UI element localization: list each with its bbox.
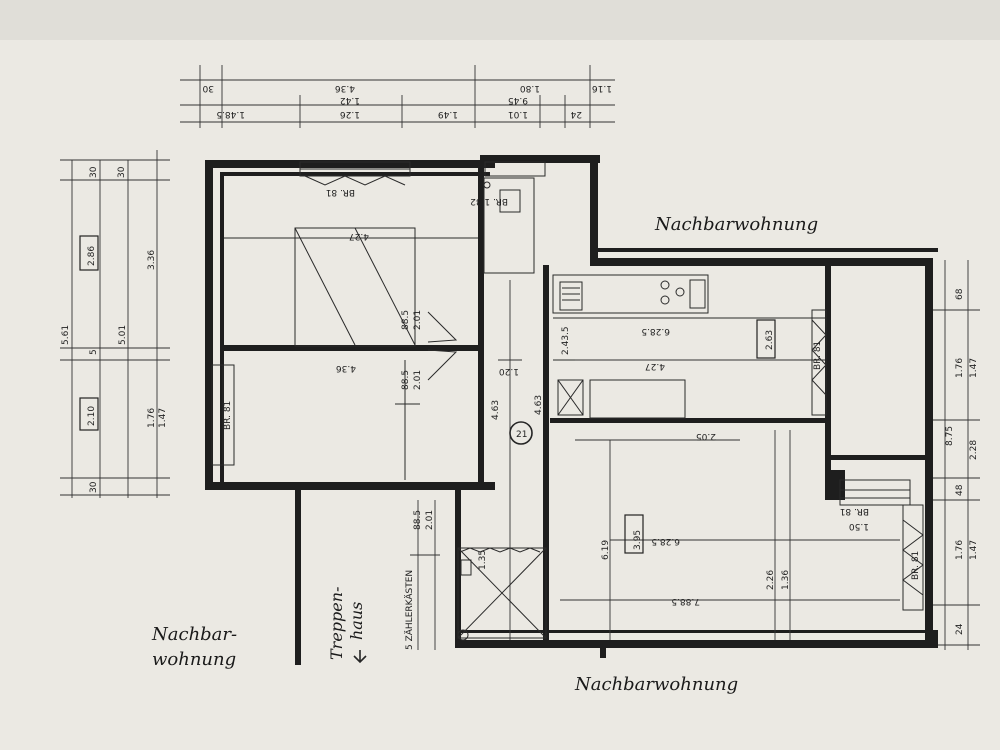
top-dim-text: 1.80 [520,83,540,93]
room-dim-text: 2.01 [413,310,423,330]
label-neighbor-bottom: Nachbarwohnung [574,674,738,695]
room-dim-text: 7.88.5 [671,596,700,606]
right-dim-text: 48 [955,484,965,496]
label-neighbor-top-right: Nachbarwohnung [654,214,818,235]
right-dim-text: 2.28 [969,440,979,460]
left-dim-text: 2.86 [87,246,97,266]
right-dim-text: 68 [955,288,965,300]
room-dim-text: 2.01 [413,370,423,390]
room-dim-text: 4.63 [534,395,544,415]
room-dim-text: 6.19 [601,540,611,560]
top-dim-text: 30 [202,83,214,93]
left-dim-text: 30 [89,166,99,178]
left-dim-text: 2.10 [87,406,97,426]
right-dim-text: 1.47 [969,358,979,378]
room-dim-text: 1.20 [499,366,519,376]
right-dim-text: 1.47 [969,540,979,560]
top-dim-text: 9.45 [508,95,528,105]
room-dim-text: 88.5 [401,370,411,390]
top-dimension-chain: 30 4.36 1.80 1.16 1.48.5 1.26 1.42 1.49 … [180,65,615,128]
left-dim-text: 5 [89,349,99,355]
top-dim-text: 1.48.5 [216,109,245,119]
left-dim-text: 5.01 [118,325,128,345]
label-neighbor-left-line1: Nachbar- [151,624,237,645]
right-dim-text: 8.75 [945,426,955,446]
paper-top-shade [0,0,1000,40]
right-dimension-chain: 68 1.76 1.47 8.75 2.28 48 1.76 1.47 24 [930,260,980,650]
walls [205,155,938,665]
room-dim-text: 2.43.5 [561,326,571,355]
room-dim-text: 1.50 [849,521,869,531]
top-dim-text: 1.42 [340,95,360,105]
top-dim-text: 4.36 [335,83,355,93]
label-stairs-line2: haus [347,602,366,640]
right-dim-text: 1.76 [955,358,965,378]
right-dim-text: 24 [955,623,965,635]
label-meter-cabinet: 5 ZÄHLERKÄSTEN [404,570,415,650]
left-dimension-chain: 5.61 3.36 5.01 2.86 2.10 1.76 1.47 30 30… [60,150,170,498]
label-neighbor-left-line2: wohnung [152,649,236,670]
room-dim-text: 88.5 [413,510,423,530]
room-dim-text: 2.05 [696,431,716,441]
unit-number: 21 [516,430,527,440]
window-label: BR. 81 [840,506,869,516]
left-dim-text: 30 [117,166,127,178]
window-label: BR. 81 [326,187,355,197]
room-dim-text: 4.63 [491,400,501,420]
interior-details [211,161,938,658]
left-dim-text: 3.36 [147,250,157,270]
left-dim-text: 5.61 [61,325,71,345]
window-label: BR. 81 [911,551,921,580]
room-dim-text: 6.28.5 [641,326,670,336]
room-dim-text: 2.63 [765,330,775,350]
room-dim-text: 4.36 [336,363,356,373]
top-dim-text: 1.01 [508,109,528,119]
window-label: BR. 81 [223,401,233,430]
right-dim-text: 1.76 [955,540,965,560]
top-dim-text: 1.26 [340,109,360,119]
left-dim-text: 1.76 [147,408,157,428]
label-stairs-line1: Treppen- [327,587,346,660]
room-dimension-labels: 4.27 4.36 6.28.5 4.27 6.28.5 7.88.5 6.19… [223,187,921,606]
left-dim-text: 1.47 [158,408,168,428]
window-label: BR. 81 [813,341,823,370]
room-dim-text: 2.26 [766,570,776,590]
room-dim-text: 1.35 [478,550,488,570]
room-dim-text: 1.36 [781,570,791,590]
room-dim-text: 6.28.5 [651,536,680,546]
top-dim-text: 24 [570,109,582,119]
room-dim-text: 4.27 [349,231,369,241]
room-dim-text: 88.5 [401,310,411,330]
stairs-arrow-icon [353,650,367,664]
top-dim-text: 1.49 [438,109,458,119]
top-dim-text: 1.16 [592,83,612,93]
left-dim-text: 30 [89,481,99,493]
room-dim-text: 4.27 [645,361,665,371]
window-label: BR. 1.32 [470,196,508,206]
room-dim-text: 2.01 [425,510,435,530]
room-dim-text: 3.95 [633,530,643,550]
